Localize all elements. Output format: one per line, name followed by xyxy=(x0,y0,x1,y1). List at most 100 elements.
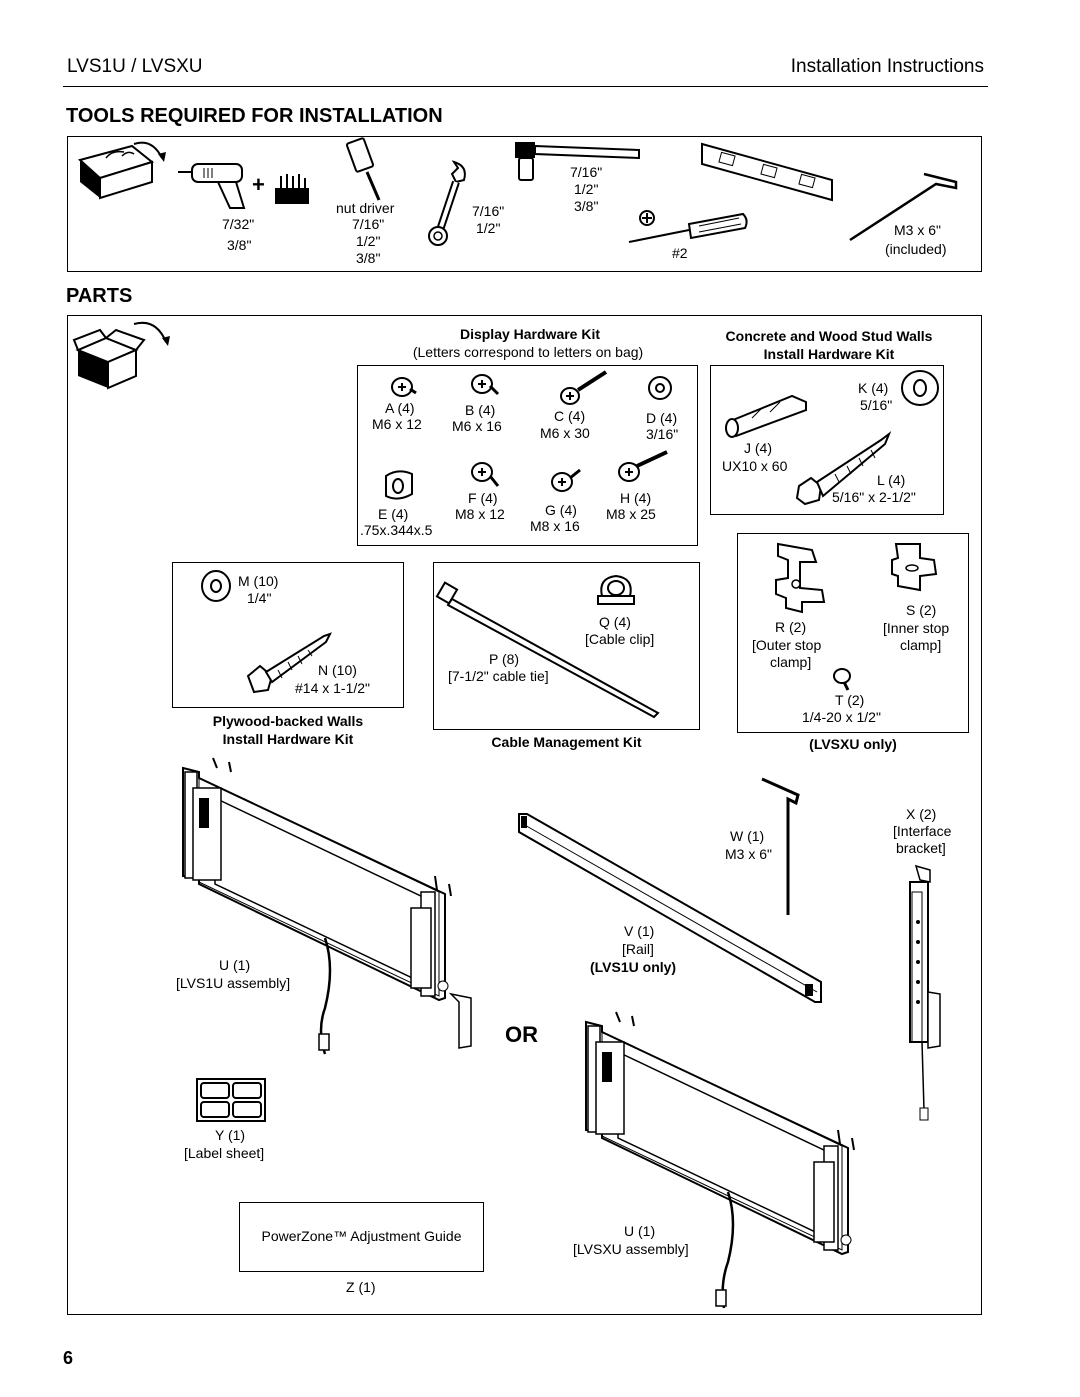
part-v-rail xyxy=(518,813,822,1003)
part-m-size: 1/4" xyxy=(247,590,272,606)
display-kit-box xyxy=(357,365,698,546)
socket-size-2: 1/2" xyxy=(574,181,599,197)
part-w-size: M3 x 6" xyxy=(725,846,772,862)
model-name: LVS1U / LVSXU xyxy=(67,56,203,77)
part-l-size: 5/16" x 2-1/2" xyxy=(832,489,916,505)
plus-sign: + xyxy=(252,172,265,197)
concrete-kit-title-2: Install Hardware Kit xyxy=(763,346,895,362)
part-y-label-sheet xyxy=(196,1078,266,1122)
part-t-label: T (2) xyxy=(835,692,865,708)
part-w-label: W (1) xyxy=(730,828,765,844)
part-r-desc-1: [Outer stop xyxy=(752,637,822,653)
part-q-cable-clip xyxy=(597,574,635,605)
wrench-icon xyxy=(428,160,466,246)
part-h-screw xyxy=(618,450,668,482)
part-g-label: G (4) xyxy=(545,502,577,518)
part-w-hex-key xyxy=(761,777,800,915)
part-j-size: UX10 x 60 xyxy=(722,458,788,474)
hex-key-size: M3 x 6" xyxy=(894,222,941,238)
part-k-label: K (4) xyxy=(858,380,889,396)
part-x-desc-2: bracket] xyxy=(896,840,946,856)
part-p-desc: [7-1/2" cable tie] xyxy=(448,668,549,684)
nut-driver-label: nut driver xyxy=(336,200,395,216)
adjustment-guide-box xyxy=(239,1202,484,1272)
part-t-size: 1/4-20 x 1/2" xyxy=(802,709,881,725)
part-s-desc-2: clamp] xyxy=(900,637,942,653)
cable-kit-title: Cable Management Kit xyxy=(491,734,642,750)
part-b-size: M6 x 16 xyxy=(452,418,502,434)
part-m-washer xyxy=(201,570,231,602)
lvsxu-assembly-drawing xyxy=(585,1011,855,1309)
parts-title: PARTS xyxy=(66,285,133,307)
part-s-inner-clamp xyxy=(891,543,938,592)
screwdriver-icon xyxy=(628,210,748,243)
toolbox-icon xyxy=(77,141,166,200)
part-l-label: L (4) xyxy=(877,472,906,488)
part-p-label: P (8) xyxy=(489,651,520,667)
socket-size-3: 3/8" xyxy=(574,198,599,214)
concrete-kit-title-1: Concrete and Wood Stud Walls xyxy=(725,328,933,344)
part-u-lvs1u-label: U (1) xyxy=(219,957,251,973)
part-y-desc: [Label sheet] xyxy=(184,1145,265,1161)
nut-driver-size-2: 1/2" xyxy=(356,233,381,249)
part-l-lag-bolt xyxy=(795,431,892,506)
part-p-cable-tie xyxy=(435,581,660,719)
part-r-desc-2: clamp] xyxy=(770,654,812,670)
wrench-size-1: 7/16" xyxy=(472,203,505,219)
part-c-size: M6 x 30 xyxy=(540,425,590,441)
tools-box xyxy=(67,136,982,272)
part-u-lvsxu-desc: [LVSXU assembly] xyxy=(573,1241,689,1257)
part-u-lvs1u-desc: [LVS1U assembly] xyxy=(176,975,291,991)
part-u-lvsxu-label: U (1) xyxy=(624,1223,656,1239)
part-d-washer xyxy=(648,376,672,400)
parts-box xyxy=(67,315,982,1315)
part-m-label: M (10) xyxy=(238,573,279,589)
part-r-outer-clamp xyxy=(775,542,826,614)
screwdriver-size: #2 xyxy=(672,245,688,261)
or-label: OR xyxy=(505,1022,538,1047)
part-e-size: .75x.344x.5 xyxy=(360,522,433,538)
adjustment-guide-title: PowerZone™ Adjustment Guide xyxy=(261,1228,462,1244)
part-s-label: S (2) xyxy=(906,602,937,618)
part-b-label: B (4) xyxy=(465,402,496,418)
part-h-size: M8 x 25 xyxy=(606,506,656,522)
lvs1u-assembly-drawing xyxy=(182,757,472,1055)
wrench-size-2: 1/2" xyxy=(476,220,501,236)
part-t-screw xyxy=(833,668,851,691)
page-number: 6 xyxy=(63,1348,74,1368)
part-a-label: A (4) xyxy=(385,400,415,416)
part-f-screw xyxy=(471,462,500,487)
hex-key-icon xyxy=(849,172,958,242)
part-c-label: C (4) xyxy=(554,408,586,424)
nut-driver-size-1: 7/16" xyxy=(352,216,385,232)
part-y-label: Y (1) xyxy=(215,1127,246,1143)
part-v-desc: [Rail] xyxy=(622,941,654,957)
part-f-size: M8 x 12 xyxy=(455,506,505,522)
part-x-interface-bracket xyxy=(909,864,941,1121)
part-n-screw xyxy=(246,632,332,694)
lvsxu-kit-box xyxy=(737,533,969,733)
part-v-note: (LVS1U only) xyxy=(590,959,677,975)
part-q-desc: [Cable clip] xyxy=(585,631,655,647)
part-d-size: 3/16" xyxy=(646,426,679,442)
drill-size-2: 3/8" xyxy=(227,237,252,253)
open-box-icon xyxy=(72,321,170,390)
part-r-label: R (2) xyxy=(775,619,807,635)
part-j-label: J (4) xyxy=(744,440,772,456)
part-s-desc-1: [Inner stop xyxy=(883,620,950,636)
cable-kit-box xyxy=(433,562,700,730)
part-h-label: H (4) xyxy=(620,490,652,506)
tools-title: TOOLS REQUIRED FOR INSTALLATION xyxy=(66,105,443,127)
header-rule xyxy=(63,86,988,87)
part-g-screw xyxy=(551,468,581,492)
drill-bits-icon xyxy=(275,174,309,204)
part-c-screw xyxy=(560,370,608,405)
part-k-size: 5/16" xyxy=(860,397,893,413)
plywood-kit-title-1: Plywood-backed Walls xyxy=(212,713,364,729)
nut-driver-icon xyxy=(345,137,381,201)
level-icon xyxy=(701,142,833,202)
part-k-washer xyxy=(901,370,939,406)
part-z-label: Z (1) xyxy=(346,1279,376,1295)
part-x-desc-1: [Interface xyxy=(893,823,952,839)
lvsxu-kit-title: (LVSXU only) xyxy=(809,736,897,752)
